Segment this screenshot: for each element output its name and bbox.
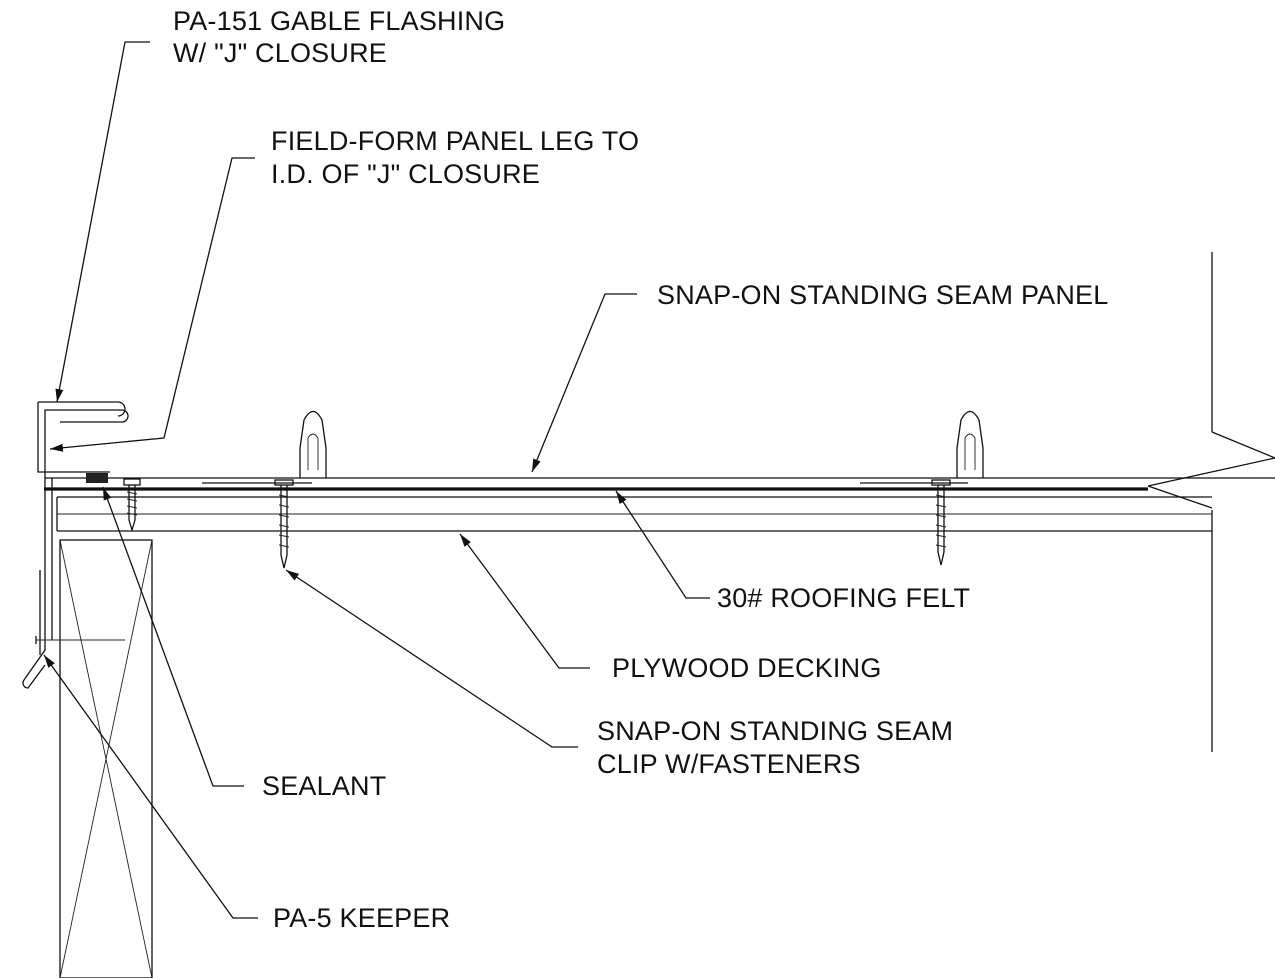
pa5-keeper (35, 570, 125, 655)
wood-blocking (59, 539, 153, 978)
plywood-decking (56, 496, 1213, 752)
fastener-sealant-screw (123, 478, 141, 533)
gable-flashing (22, 401, 126, 689)
label-keeper: PA-5 KEEPER (273, 903, 450, 933)
label-field-form: FIELD-FORM PANEL LEG TO (271, 126, 639, 156)
label-seam-clip-line2: CLIP W/FASTENERS (597, 749, 861, 779)
panel-rib-right (860, 410, 984, 484)
label-seam-clip: SNAP-ON STANDING SEAM (597, 716, 953, 746)
sealant-bead (86, 473, 108, 483)
standing-seam-panel (44, 252, 1275, 509)
panel-rib-left (202, 410, 327, 484)
fastener-clip-screw-left (274, 479, 294, 569)
label-sealant: SEALANT (262, 771, 386, 801)
label-standing-seam-panel: SNAP-ON STANDING SEAM PANEL (657, 280, 1108, 310)
fastener-clip-screw-right (931, 479, 951, 566)
label-plywood-decking: PLYWOOD DECKING (612, 653, 882, 683)
leader-lines (43, 41, 710, 919)
label-gable-flashing: PA-151 GABLE FLASHING (173, 6, 505, 36)
label-gable-flashing-line2: W/ "J" CLOSURE (173, 38, 387, 68)
label-field-form-line2: I.D. OF "J" CLOSURE (271, 159, 540, 189)
label-roofing-felt: 30# ROOFING FELT (717, 583, 970, 613)
